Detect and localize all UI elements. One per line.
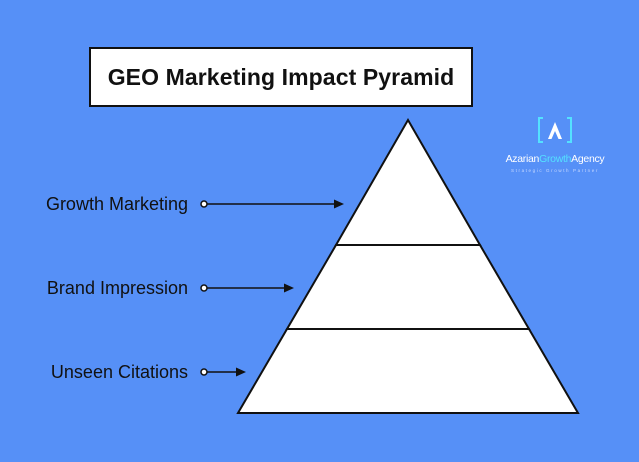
pyramid-tier-top — [334, 117, 482, 246]
connector-brand-impression — [200, 283, 294, 293]
arrow-head-icon — [236, 367, 246, 377]
title-box: GEO Marketing Impact Pyramid — [89, 47, 473, 107]
level-label-brand-impression: Brand Impression — [46, 278, 188, 298]
logo-a-icon — [538, 117, 572, 143]
level-label-unseen-citations: Unseen Citations — [50, 362, 188, 382]
pyramid-tier-bottom — [236, 328, 580, 414]
level-label-growth-marketing: Growth Marketing — [45, 194, 188, 214]
pyramid-tier-middle — [285, 244, 531, 330]
arrow-head-icon — [334, 199, 344, 209]
diagram-title: GEO Marketing Impact Pyramid — [107, 63, 455, 90]
connector-growth-marketing — [200, 199, 344, 209]
arrow-head-icon — [284, 283, 294, 293]
logo-tagline: Strategic Growth Partner — [511, 168, 599, 173]
logo-name: AzarianGrowthAgency — [505, 153, 605, 165]
connector-unseen-citations — [200, 367, 246, 377]
agency-logo: AzarianGrowthAgency Strategic Growth Par… — [493, 117, 617, 177]
